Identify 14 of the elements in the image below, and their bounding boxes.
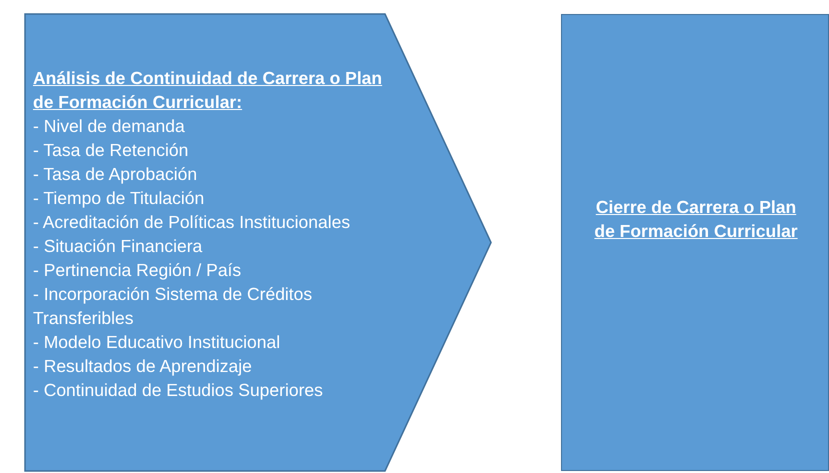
list-item: - Tiempo de Titulación [33,187,206,210]
box-heading: Cierre de Carrera o Plan de Formación Curricular [593,196,799,243]
list-item: - Modelo Educativo Institucional [33,331,282,354]
list-item: - Tasa de Aprobación [33,163,198,186]
list-item: - Incorporación Sistema de Créditos Transferibles [33,283,314,330]
list-item: - Acreditación de Políticas Institucionales [33,211,352,234]
list-item: - Continuidad de Estudios Superiores [33,379,324,402]
process-box [561,14,829,471]
list-item: - Tasa de Retención [33,139,190,162]
list-item: - Situación Financiera [33,235,204,258]
list-item: - Resultados de Aprendizaje [33,355,253,378]
list-item: - Pertinencia Región / País [33,259,242,282]
box-heading: Análisis de Continuidad de Carrera o Plan de Formación Curricular: [33,67,384,114]
list-item: - Nivel de demanda [33,115,186,138]
